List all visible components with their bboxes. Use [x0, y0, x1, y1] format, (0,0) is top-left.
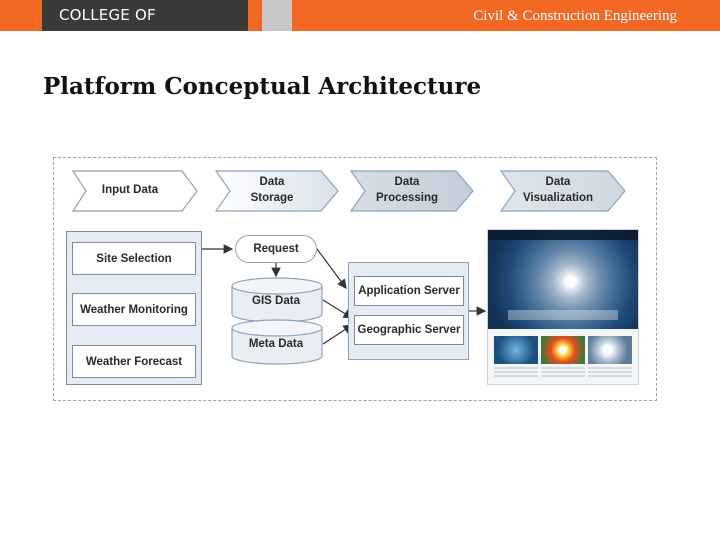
thumbnail-storm-image — [588, 336, 632, 364]
stage-input-data: Input Data — [72, 170, 198, 212]
diagram-frame — [53, 157, 657, 401]
thumbnail-network-image — [494, 336, 538, 364]
db-gis-data: GIS Data — [252, 295, 300, 307]
portal-nav-bar — [488, 230, 638, 240]
stage-arrow-shape — [215, 170, 339, 212]
database-cylinders — [231, 277, 323, 365]
arrow-gis-to-geo-server — [322, 299, 354, 319]
request-box: Request — [235, 235, 317, 263]
header-bar: COLLEGE OF ENGINEERING Civil & Construct… — [0, 0, 720, 55]
thumbnail-caption — [494, 367, 538, 379]
stage-arrow-shape — [72, 170, 198, 212]
portal-hero-caption — [508, 310, 618, 320]
db-meta-data: Meta Data — [248, 338, 304, 350]
thumbnail-caption — [541, 367, 585, 379]
input-weather-forecast: Weather Forecast — [72, 345, 196, 378]
arrow-meta-to-geo-server — [322, 324, 354, 345]
slide-title: Platform Conceptual Architecture — [43, 73, 482, 100]
input-data-group: Site Selection Weather Monitoring Weathe… — [66, 231, 202, 385]
input-weather-monitoring: Weather Monitoring — [72, 293, 196, 326]
processing-server-group: Application Server Geographic Server — [348, 262, 469, 360]
stage-label: Input Data — [101, 184, 159, 197]
header-accent-block — [262, 0, 292, 31]
stage-arrow-shape — [350, 170, 474, 212]
thumbnail-radar-image — [541, 336, 585, 364]
department-name: Civil & Construction Engineering — [473, 8, 677, 24]
arrow-request-to-app-server — [316, 248, 347, 289]
visualization-portal-screenshot — [487, 229, 639, 385]
stage-arrow-shape — [500, 170, 626, 212]
input-site-selection: Site Selection — [72, 242, 196, 275]
college-logo: COLLEGE OF ENGINEERING — [42, 0, 248, 55]
hurricane-satellite-image — [488, 230, 638, 329]
application-server: Application Server — [354, 276, 464, 306]
geographic-server: Geographic Server — [354, 315, 464, 345]
thumbnail-caption — [588, 367, 632, 379]
